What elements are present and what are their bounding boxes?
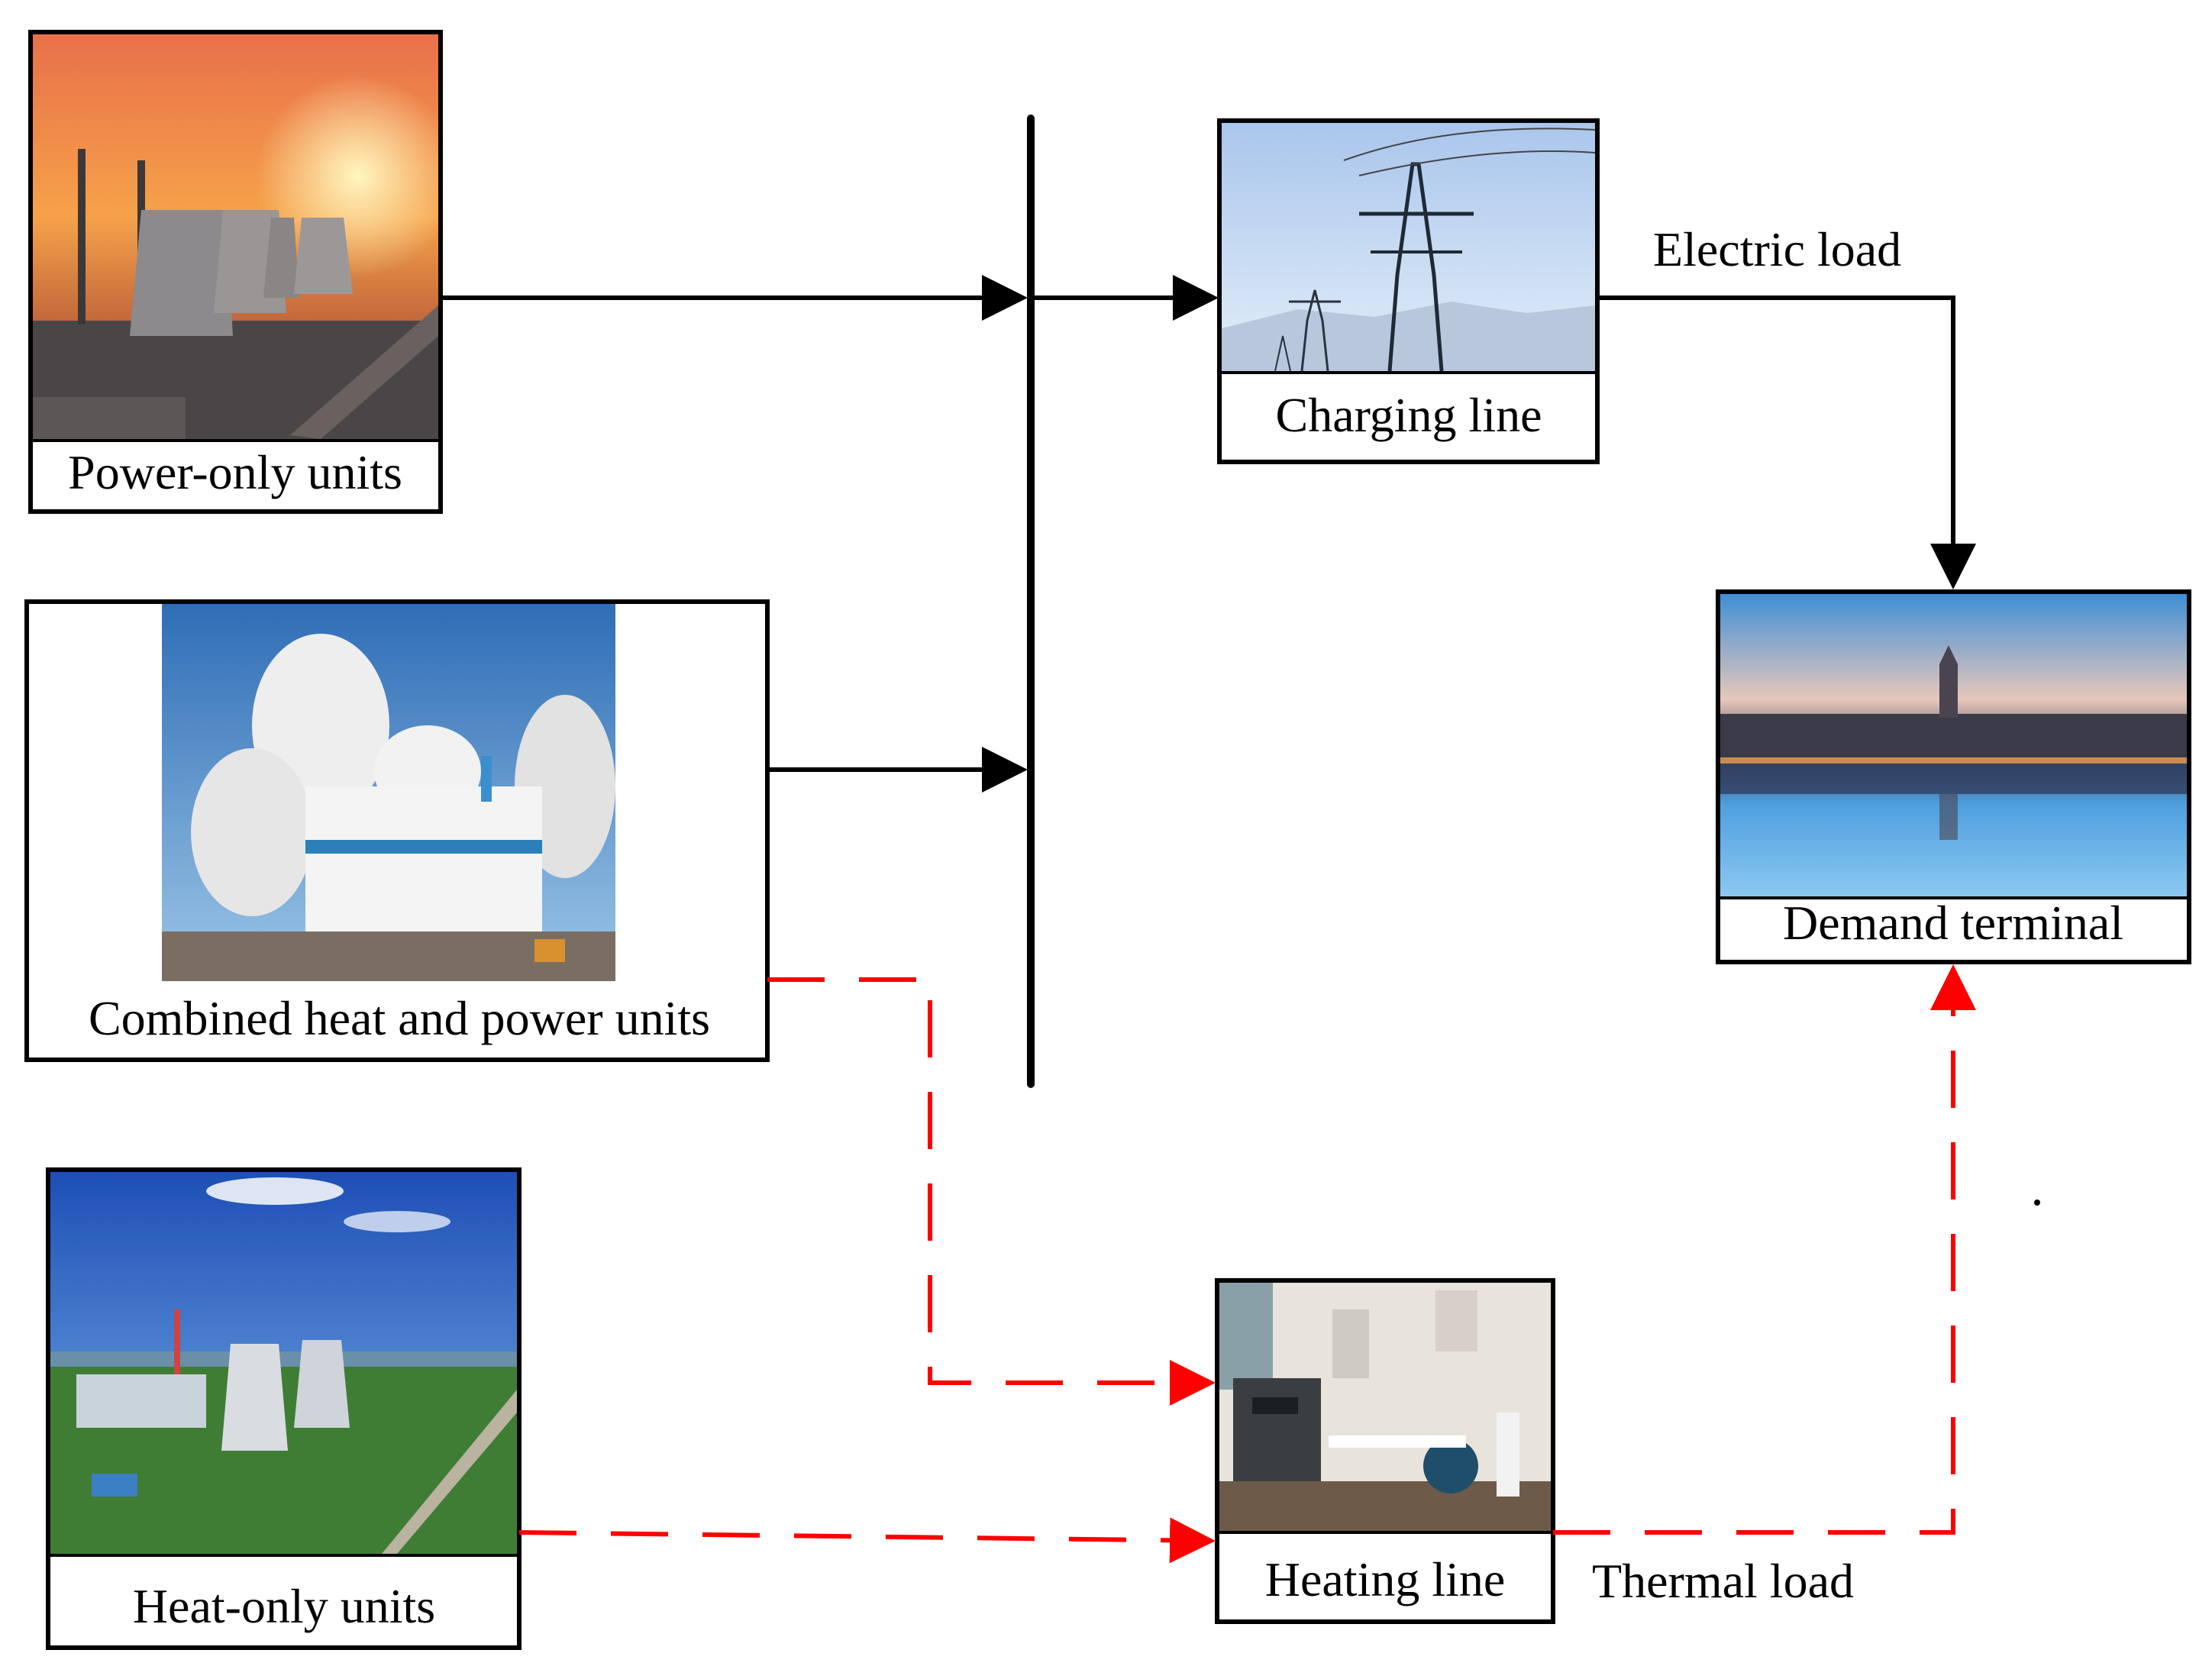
heat-only-to-heating-line-arrow <box>518 1517 1216 1564</box>
city-waterfront-image <box>1720 594 2187 896</box>
power-plant-sunset-image <box>33 34 438 439</box>
thermal-load-label: Thermal load <box>1592 1554 1854 1608</box>
heating-line-label: Heating line <box>1265 1552 1506 1606</box>
heat-plant-aerial-image <box>50 1172 517 1554</box>
heat-only-units-node: Heat-only units <box>46 1167 522 1650</box>
heat-only-units-label: Heat-only units <box>133 1579 435 1633</box>
transmission-tower-image <box>1222 123 1596 372</box>
charging-line-node: Charging line <box>1217 118 1600 464</box>
chp-units-label: Combined heat and power units <box>89 991 710 1045</box>
power-only-units-label: Power-only units <box>68 445 402 499</box>
demand-terminal-node: Demand terminal <box>1716 589 2191 964</box>
heating-line-node: Heating line <box>1215 1278 1555 1624</box>
demand-terminal-label: Demand terminal <box>1783 896 2123 950</box>
charging-to-demand-arrow <box>1597 295 1976 589</box>
electric-load-label: Electric load <box>1653 222 1901 276</box>
power-only-units-node: Power-only units <box>28 30 443 514</box>
chp-to-heating-line-arrow <box>767 977 1216 1406</box>
heating-to-demand-arrow <box>1553 964 1976 1535</box>
stray-dot <box>2034 1200 2040 1206</box>
charging-line-label: Charging line <box>1276 388 1542 442</box>
chp-plant-steam-image <box>162 604 615 981</box>
boiler-room-image <box>1219 1283 1551 1531</box>
chp-units-node: Combined heat and power units <box>24 599 770 1062</box>
